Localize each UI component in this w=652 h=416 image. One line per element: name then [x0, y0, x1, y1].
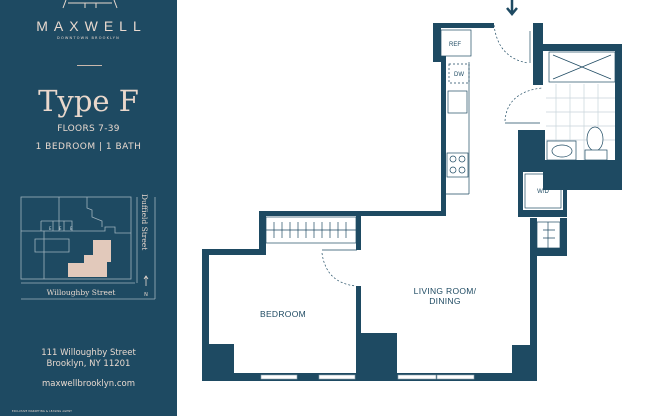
street-duffield: Duffield Street: [140, 194, 149, 250]
brand-name: MAXWELL: [36, 18, 147, 34]
north-arrow-icon: [143, 275, 149, 286]
address: 111 Willoughby Street Brooklyn, NY 11201: [0, 348, 177, 370]
sidebar: MAXWELL DOWNTOWN BROOKLYN Type F FLOORS …: [0, 0, 177, 416]
elevator-label: E: [59, 226, 62, 231]
unit-layout: 1 BEDROOM | 1 BATH: [35, 142, 142, 152]
dw-label: DW: [454, 72, 464, 78]
entry-arrow-icon: [506, 0, 518, 16]
address-line1: 111 Willoughby Street: [41, 348, 136, 358]
walls: [202, 23, 622, 381]
stove: [446, 152, 469, 178]
dishwasher: [448, 63, 470, 84]
windows: [260, 374, 475, 380]
website-link[interactable]: maxwellbrooklyn.com: [41, 379, 136, 389]
living-label-1: LIVING ROOM/: [414, 286, 477, 296]
entry-door-swing: [493, 24, 529, 64]
refrigerator: [440, 29, 472, 57]
brand-tagline: DOWNTOWN BROOKLYN: [57, 36, 120, 40]
washer-dryer: [524, 173, 562, 209]
living-label-2: DINING: [429, 296, 461, 306]
divider: [77, 65, 102, 66]
north-label: N: [144, 292, 148, 298]
elevator-label: E: [70, 226, 73, 231]
logo-icon: [62, 0, 118, 9]
street-willoughby: Willoughby Street: [47, 288, 116, 297]
bedroom-label: BEDROOM: [260, 309, 306, 319]
wd-label: W/D: [537, 189, 549, 195]
unit-highlight: [68, 240, 111, 277]
ref-label: REF: [449, 42, 461, 48]
unit-floors: FLOORS 7-39: [57, 124, 120, 134]
address-line2: Brooklyn, NY 11201: [46, 359, 131, 369]
key-plan: E E E Willoughby Street Duffield Street …: [20, 194, 156, 300]
kitchen-sink: [447, 90, 468, 114]
unit-type: Type F: [38, 84, 139, 118]
elevator-label: E: [49, 226, 52, 231]
toilet: [586, 126, 604, 152]
shower: [548, 51, 616, 83]
footer-note: EXCLUSIVE MARKETING & LEASING AGENT: [12, 410, 72, 413]
